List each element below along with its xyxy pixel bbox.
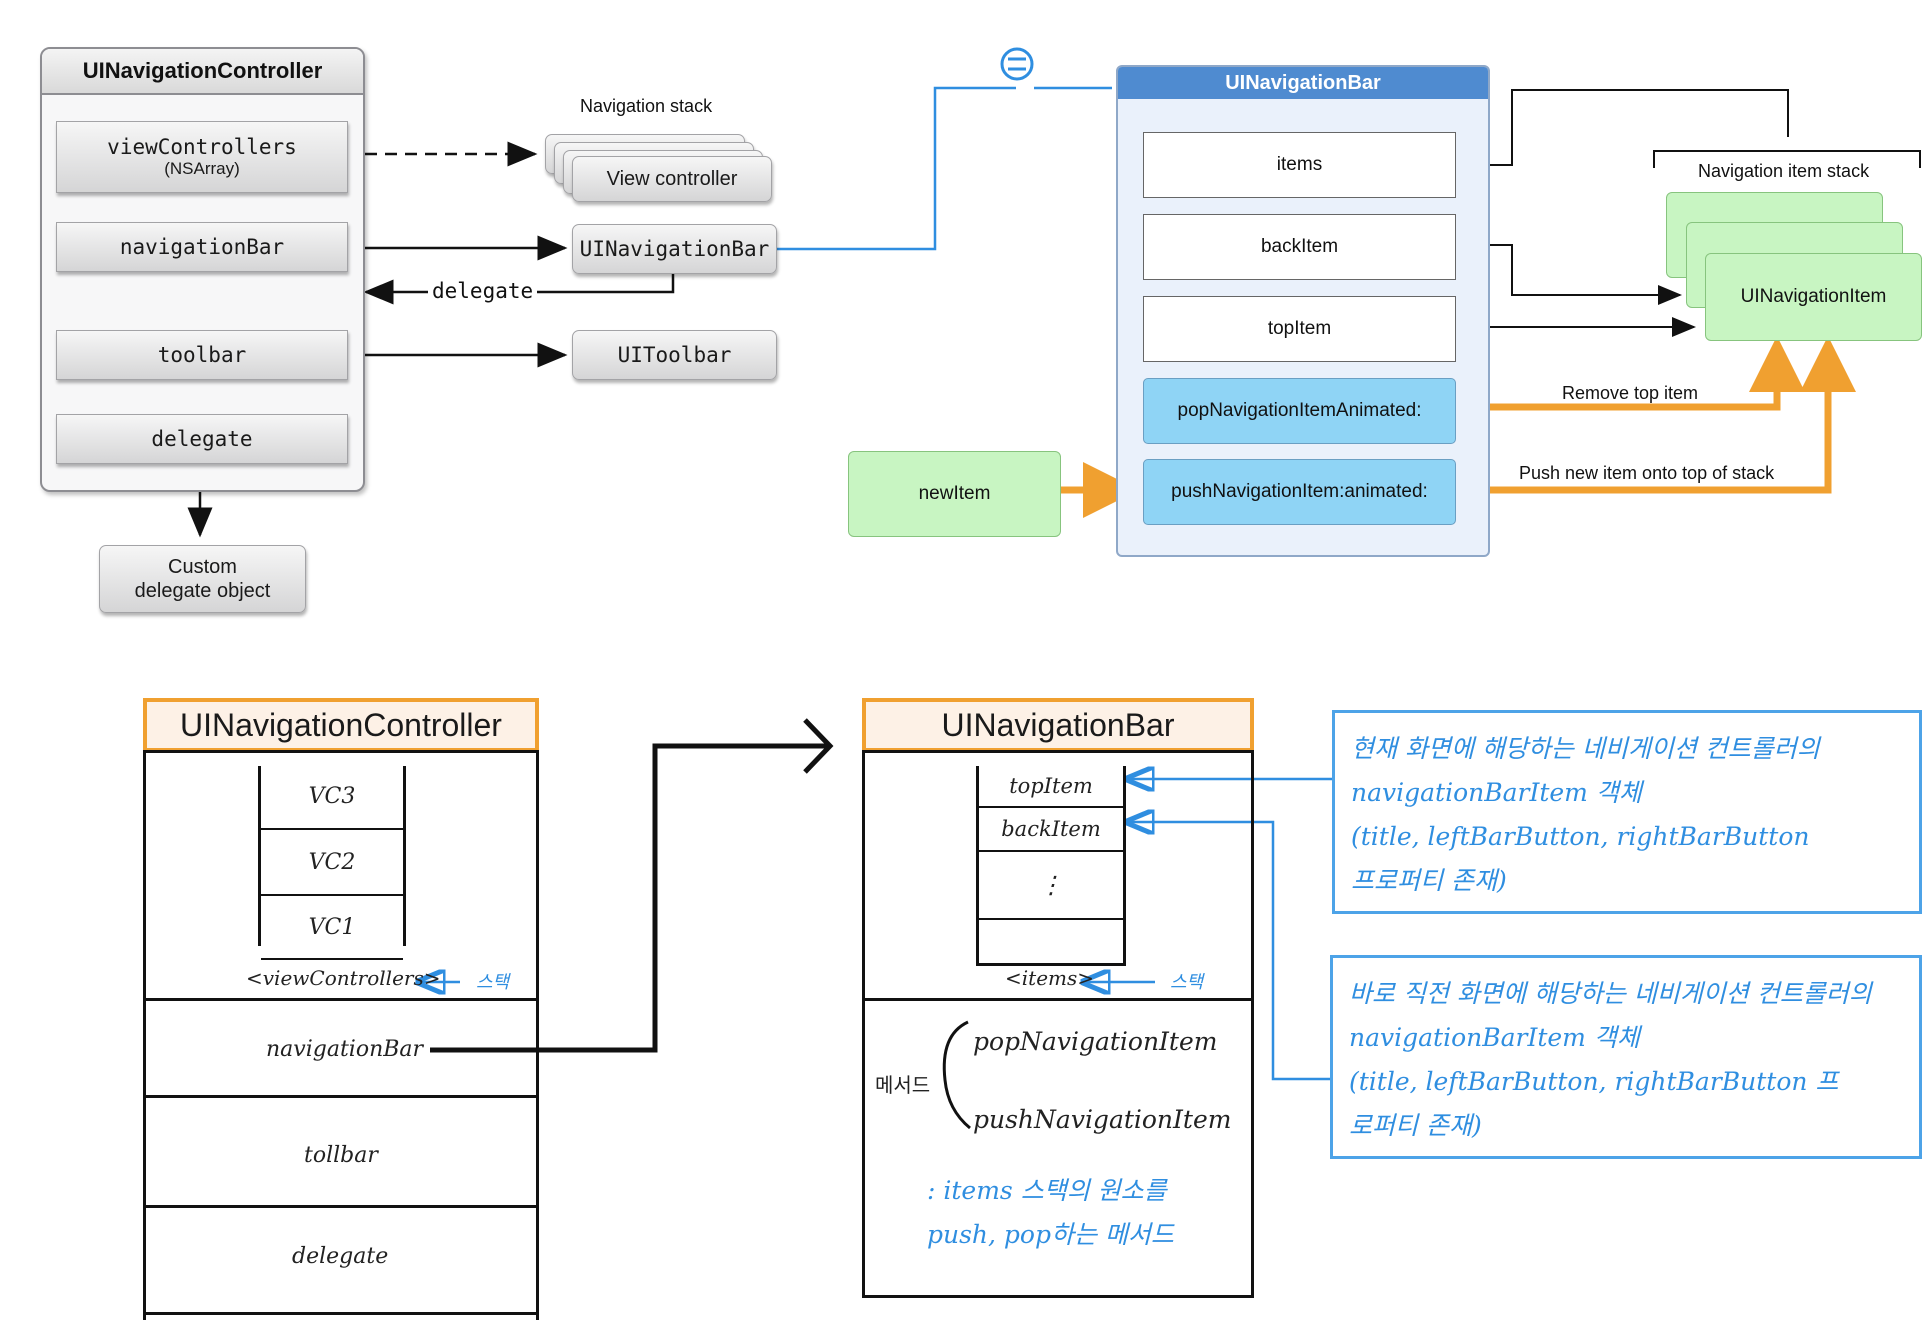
- delegate-property: delegate: [56, 414, 348, 464]
- push-new-item-label: Push new item onto top of stack: [1519, 463, 1775, 483]
- hand-navigationbar-frame: topItem backItem ⋮ <items> 스택 메서드 popNav…: [862, 750, 1254, 1298]
- viewcontrollers-stack-note: 스택: [476, 972, 510, 993]
- viewcontrollers-caption: <viewControllers>: [246, 966, 441, 990]
- viewcontrollers-type: (NSArray): [164, 159, 240, 178]
- methods-label: 메서드: [875, 1073, 931, 1097]
- view-controller-label: View controller: [606, 167, 738, 190]
- uinavigationbar-object: UINavigationBar: [572, 224, 777, 274]
- stack-cell: VC1: [261, 894, 403, 960]
- hand-controller-title: UINavigationController: [143, 698, 539, 752]
- hand-delegate-section: delegate: [146, 1205, 536, 1315]
- note-line: 현재 화면에 해당하는 네비게이션 컨트롤러의: [1351, 734, 1820, 763]
- stack-cell: VC3: [308, 783, 356, 809]
- hand-delegate-label: delegate: [292, 1244, 389, 1269]
- viewcontrollers-stack: VC3 VC2 VC1: [258, 766, 406, 960]
- navigationbar-label: navigationBar: [119, 235, 285, 259]
- equivalence-line: [777, 86, 1016, 251]
- note-line: (title, leftBarButton, rightBarButton 프: [1349, 1067, 1839, 1096]
- items-property: items: [1143, 132, 1456, 198]
- methods-note-line-2: push, pop하는 메서드: [927, 1220, 1174, 1249]
- method-push: pushNavigationItem: [973, 1105, 1232, 1134]
- navigation-stack-label: Navigation stack: [580, 96, 713, 116]
- hand-navigationbar-label: navigationBar: [266, 1037, 424, 1062]
- items-stack-cell: topItem: [1009, 774, 1093, 798]
- items-stack: topItem backItem ⋮: [976, 766, 1126, 966]
- viewcontrollers-property: viewControllers (NSArray): [56, 121, 348, 193]
- equivalence-icon: [1000, 47, 1034, 81]
- backitem-note-box: 바로 직전 화면에 해당하는 네비게이션 컨트롤러의 navigationBar…: [1330, 955, 1922, 1159]
- items-stack-cell: [979, 918, 1123, 963]
- pop-method-box: popNavigationItemAnimated:: [1143, 378, 1456, 444]
- backitem-property: backItem: [1143, 214, 1456, 280]
- stack-cell: VC2: [261, 828, 403, 894]
- remove-top-item-label: Remove top item: [1562, 383, 1699, 403]
- toolbar-property: toolbar: [56, 330, 348, 380]
- hand-toolbar-label: tollbar: [304, 1143, 378, 1168]
- note-line: (title, leftBarButton, rightBarButton: [1351, 822, 1810, 851]
- viewcontrollers-label: viewControllers: [107, 135, 297, 159]
- note-line: 로퍼티 존재): [1349, 1111, 1482, 1140]
- method-pop: popNavigationItem: [973, 1027, 1218, 1056]
- items-bracket-line: [1455, 89, 1789, 166]
- items-stack-note: 스택: [1170, 972, 1204, 993]
- nav-item-card: UINavigationItem: [1705, 253, 1922, 341]
- custom-delegate-label: Custom delegate object: [134, 556, 271, 602]
- push-method-box: pushNavigationItem:animated:: [1143, 459, 1456, 525]
- items-caption: <items>: [1005, 966, 1095, 990]
- navigation-bar-title: UINavigationBar: [1118, 67, 1488, 99]
- uitoolbar-label: UIToolbar: [617, 343, 732, 367]
- delegate-label: delegate: [151, 427, 253, 451]
- delegate-connector-label: delegate: [428, 279, 538, 303]
- note-line: navigationBarItem 객체: [1351, 778, 1642, 807]
- navigation-item-stack-label: Navigation item stack: [1698, 161, 1870, 181]
- methods-note-line-1: : items 스택의 원소를: [927, 1176, 1167, 1205]
- newitem-box: newItem: [848, 451, 1061, 537]
- hand-chevron: [803, 718, 834, 774]
- navigationbar-property: navigationBar: [56, 222, 348, 272]
- items-stack-cell: ⋮: [979, 850, 1123, 918]
- items-stack-cell: backItem: [979, 806, 1123, 850]
- note-line: 프로퍼티 존재): [1351, 866, 1507, 895]
- custom-delegate-object: Custom delegate object: [99, 545, 306, 613]
- toolbar-label: toolbar: [157, 343, 247, 367]
- panel-title: UINavigationController: [42, 49, 363, 95]
- view-controller-card: View controller: [572, 156, 772, 202]
- hand-navigationbar-section: navigationBar: [146, 998, 536, 1095]
- hand-toolbar-section: tollbar: [146, 1095, 536, 1205]
- hand-controller-frame: VC3 VC2 VC1 <viewControllers> 스택 navigat…: [143, 750, 539, 1320]
- note-line: navigationBarItem 객체: [1349, 1023, 1640, 1052]
- note-line: 바로 직전 화면에 해당하는 네비게이션 컨트롤러의: [1349, 979, 1872, 1008]
- hand-navigationbar-title: UINavigationBar: [862, 698, 1254, 752]
- topitem-note-box: 현재 화면에 해당하는 네비게이션 컨트롤러의 navigationBarIte…: [1332, 710, 1922, 914]
- uinavigationbar-object-label: UINavigationBar: [579, 237, 770, 261]
- topitem-property: topItem: [1143, 296, 1456, 362]
- hand-methods-section: 메서드 popNavigationItem pushNavigationItem…: [865, 998, 1251, 1298]
- uitoolbar-object: UIToolbar: [572, 330, 777, 380]
